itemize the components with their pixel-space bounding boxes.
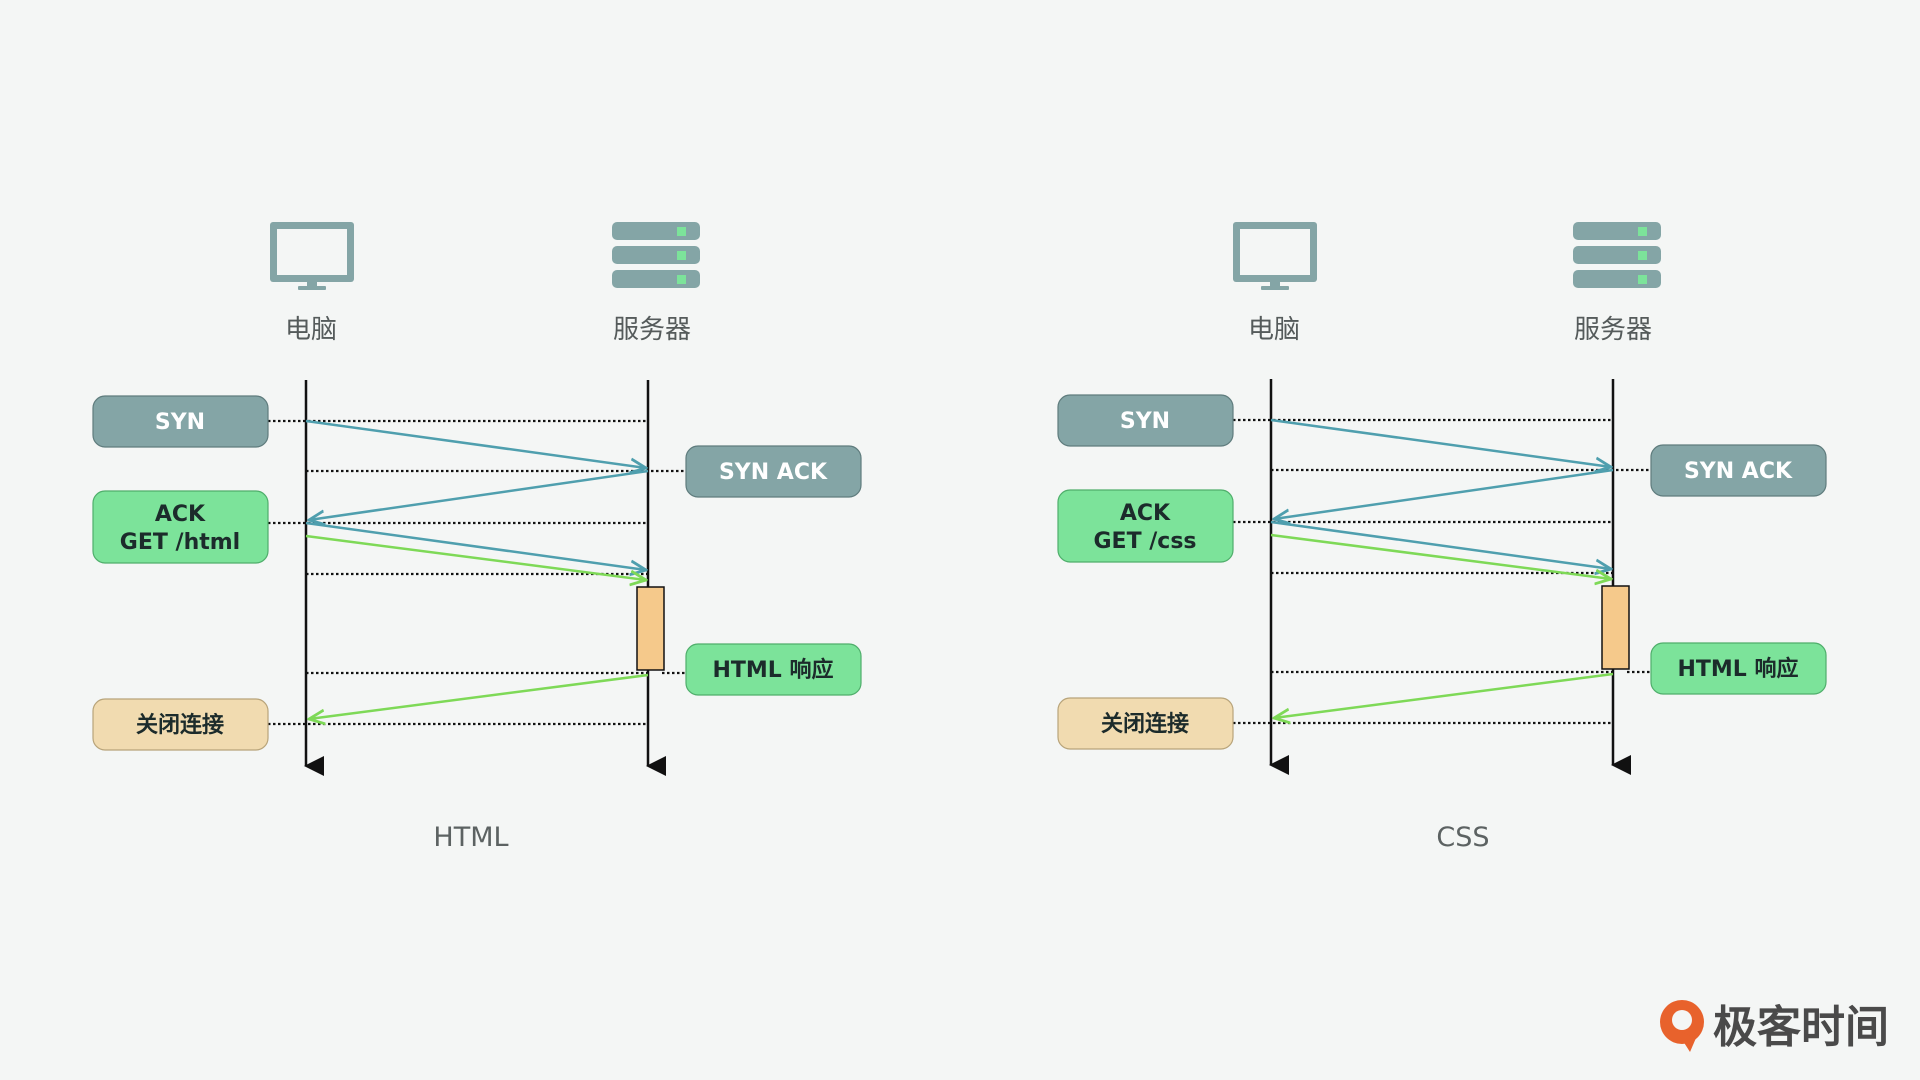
client-label: 电脑 [285,315,337,345]
svg-text:SYN ACK: SYN ACK [1684,459,1793,484]
svg-text:SYN ACK: SYN ACK [719,460,828,485]
svg-text:HTML 响应: HTML 响应 [1678,656,1799,682]
server-processing-bar [1601,585,1630,670]
svg-text:HTML 响应: HTML 响应 [713,657,834,683]
response-arrow [309,673,649,719]
svg-text:SYN: SYN [1120,409,1170,434]
syn-arrow [305,419,646,468]
get-arrow [305,534,646,580]
get-arrow [1270,533,1611,579]
syn-ack-box: SYN ACK [1650,444,1827,497]
syn-box: SYN [92,395,269,448]
brand-logo: 极客时间 [1660,1000,1889,1053]
svg-text:SYN: SYN [155,410,205,435]
panel-html: 电脑 服务器 [92,222,862,853]
svg-text:GET /css: GET /css [1093,529,1196,554]
svg-text:关闭连接: 关闭连接 [1101,711,1189,737]
monitor-icon [1233,222,1317,290]
server-label: 服务器 [1574,315,1652,345]
svg-text:ACK: ACK [1120,501,1171,526]
client-label: 电脑 [1248,315,1300,345]
svg-text:ACK: ACK [155,502,206,527]
ack-get-box: ACK GET /html [92,490,269,564]
brand-name: 极客时间 [1713,1002,1889,1053]
svg-text:关闭连接: 关闭连接 [136,712,224,738]
response-box: HTML 响应 [1650,642,1827,695]
close-box: 关闭连接 [92,698,269,751]
dotted-guides [268,419,686,726]
server-icon [612,222,700,288]
server-label: 服务器 [613,315,691,345]
server-processing-bar [636,586,665,671]
ack-arrow [1270,520,1611,569]
syn-ack-arrow [309,469,649,520]
geektime-logo-icon [1660,1000,1704,1052]
syn-box: SYN [1057,394,1234,447]
syn-ack-box: SYN ACK [685,445,862,498]
close-box: 关闭连接 [1057,697,1234,750]
panel-css: 电脑 服务器 SYN [1057,222,1827,853]
response-arrow [1274,672,1614,718]
monitor-icon [270,222,354,290]
syn-ack-arrow [1274,468,1614,519]
panel-caption: HTML [433,822,508,853]
server-icon [1573,222,1661,288]
panel-caption: CSS [1436,822,1489,853]
syn-arrow [1270,418,1611,467]
svg-text:GET /html: GET /html [120,530,240,555]
ack-arrow [305,521,646,570]
response-box: HTML 响应 [685,643,862,696]
ack-get-box: ACK GET /css [1057,489,1234,563]
